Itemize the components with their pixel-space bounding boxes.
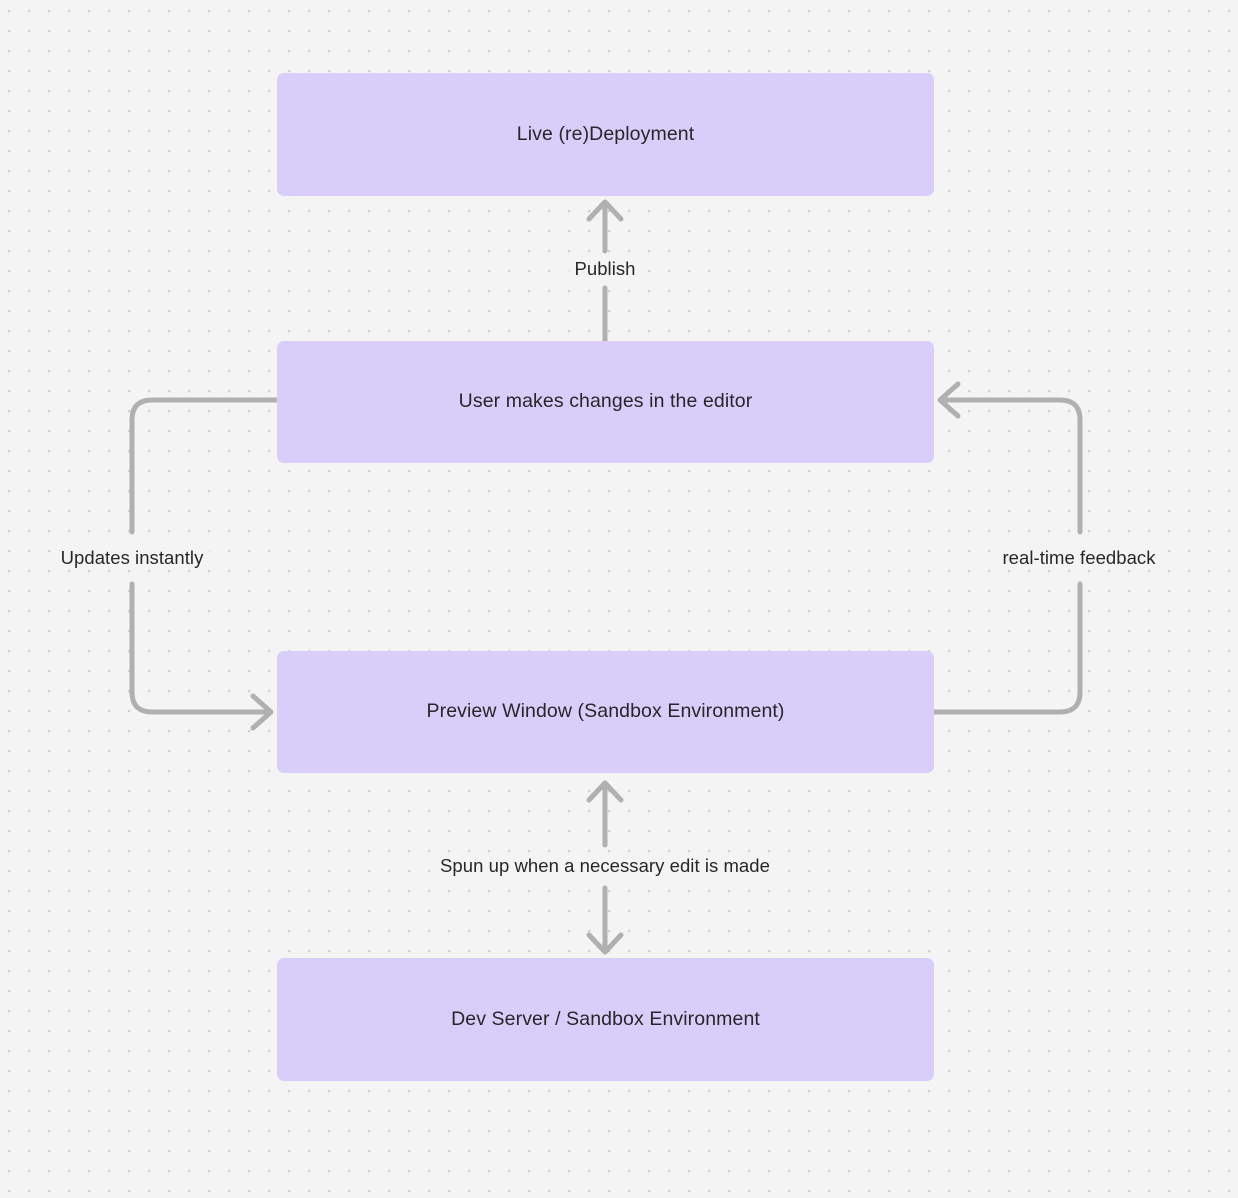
node-label: Dev Server / Sandbox Environment — [451, 1007, 760, 1030]
edge-label-real-time-feedback: real-time feedback — [996, 546, 1162, 570]
node-label: User makes changes in the editor — [458, 390, 753, 413]
node-label: Live (re)Deployment — [516, 122, 695, 145]
node-label: Preview Window (Sandbox Environment) — [426, 700, 785, 723]
edge-label-publish: Publish — [568, 257, 642, 281]
node-live-deployment[interactable]: Live (re)Deployment — [277, 73, 934, 196]
edge-label-spun-up: Spun up when a necessary edit is made — [434, 854, 776, 878]
node-dev-server[interactable]: Dev Server / Sandbox Environment — [277, 958, 934, 1081]
node-user-edits[interactable]: User makes changes in the editor — [277, 341, 934, 463]
node-preview-window[interactable]: Preview Window (Sandbox Environment) — [277, 651, 934, 773]
edge-label-updates-instantly: Updates instantly — [54, 546, 210, 570]
